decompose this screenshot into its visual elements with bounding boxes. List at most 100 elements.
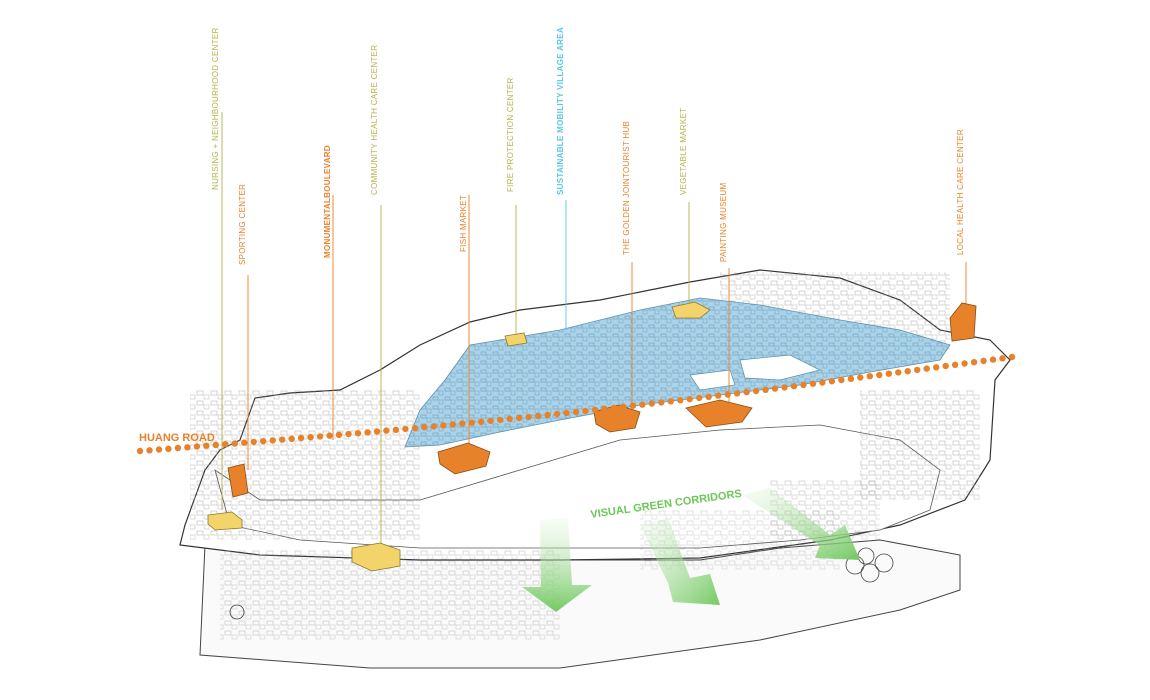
- road-dot: [819, 379, 826, 386]
- road-dot: [1008, 353, 1016, 361]
- huang-road-label: HUANG ROAD: [139, 432, 215, 444]
- road-dot: [809, 380, 817, 387]
- road-dot: [951, 361, 959, 368]
- road-dot: [241, 439, 248, 446]
- label-monumental: MONUMENTALBOULEVARD: [323, 145, 332, 258]
- road-dot: [297, 434, 305, 442]
- road-dot: [222, 441, 229, 448]
- road-dot: [914, 366, 921, 374]
- road-dot: [345, 430, 352, 438]
- green-corridors: [522, 488, 860, 612]
- road-dot: [383, 427, 390, 434]
- label-fire: FIRE PROTECTION CENTER: [506, 77, 515, 192]
- road-dot: [250, 438, 257, 446]
- road-dot: [904, 368, 911, 375]
- road-dot: [610, 404, 618, 411]
- road-dot: [639, 401, 646, 408]
- road-dot: [335, 431, 343, 438]
- road-dot: [885, 370, 892, 377]
- road-dot: [525, 413, 532, 421]
- road-dot: [961, 360, 968, 367]
- label-painting: PAINTING MUSEUM: [719, 182, 728, 262]
- road-dot: [828, 378, 836, 385]
- road-dot: [563, 409, 570, 417]
- road-dot: [601, 405, 608, 413]
- road-dot: [696, 394, 703, 402]
- road-dot: [515, 414, 523, 422]
- road-dot: [762, 386, 769, 393]
- road-dot: [478, 418, 485, 425]
- road-dot: [895, 369, 902, 376]
- road-dot: [591, 406, 599, 414]
- road-dot: [430, 423, 437, 430]
- road-dot: [269, 437, 276, 444]
- label-fish: FISH MARKET: [459, 195, 468, 252]
- road-dot: [800, 381, 807, 389]
- road-dot: [155, 446, 163, 453]
- road-dot: [923, 365, 930, 372]
- fish-market-building: [437, 442, 491, 475]
- road-dot: [468, 419, 475, 426]
- road-dot: [866, 373, 873, 380]
- road-dot: [421, 424, 428, 431]
- road-dot: [790, 383, 798, 390]
- sporting-building: [227, 463, 249, 498]
- road-dot: [733, 390, 741, 397]
- fire-building: [504, 332, 528, 347]
- road-dot: [629, 402, 637, 409]
- road-dot: [686, 395, 693, 403]
- road-dot: [307, 434, 314, 441]
- road-dot: [781, 384, 788, 391]
- road-dot: [231, 440, 238, 447]
- road-dot: [506, 415, 513, 423]
- road-dot: [373, 428, 381, 435]
- road-dot: [193, 443, 201, 450]
- road-dot: [279, 436, 286, 443]
- label-local: LOCAL HEALTH CARE CENTER: [956, 129, 965, 255]
- road-dot: [715, 392, 722, 399]
- sustainable-mobility-area: [404, 297, 951, 448]
- road-dot: [648, 400, 655, 407]
- road-dot: [364, 429, 371, 436]
- road-dot: [942, 362, 949, 370]
- road-dot: [857, 374, 864, 381]
- corridor-arrow-2: [640, 518, 720, 605]
- community-building: [351, 542, 401, 572]
- road-dot: [212, 441, 219, 449]
- leader-lines: [221, 112, 967, 545]
- road-dot: [497, 416, 504, 424]
- road-dot: [184, 444, 191, 451]
- road-dot: [705, 393, 712, 400]
- road-dot: [743, 388, 750, 396]
- road-dot: [999, 355, 1006, 362]
- road-dot: [989, 356, 997, 363]
- road-dot: [752, 387, 760, 395]
- road-dot: [354, 430, 362, 437]
- corridor-arrow-1: [522, 518, 592, 612]
- road-dot: [487, 417, 494, 424]
- road-dot: [440, 422, 447, 429]
- road-dot: [771, 385, 779, 392]
- road-dot: [933, 364, 940, 371]
- road-dot: [658, 399, 665, 406]
- road-dot: [582, 407, 589, 415]
- road-dot: [402, 425, 409, 433]
- road-dot: [288, 435, 295, 442]
- local-health-building: [949, 302, 977, 342]
- label-nursing: NURSING + NEIGHBOURHOOD CENTER: [211, 27, 220, 190]
- road-dot: [677, 397, 684, 404]
- road-dot: [260, 438, 267, 445]
- road-dot: [411, 424, 419, 432]
- road-dot: [847, 375, 855, 382]
- road-dot: [534, 412, 542, 420]
- corridor-arrow-3: [742, 488, 860, 560]
- road-dot: [165, 445, 172, 452]
- label-vegetable: VEGETABLE MARKET: [679, 108, 688, 195]
- road-dot: [980, 357, 987, 365]
- road-dot: [136, 447, 144, 455]
- road-dot: [572, 408, 580, 416]
- road-dot: [459, 420, 466, 427]
- road-dot: [544, 411, 551, 419]
